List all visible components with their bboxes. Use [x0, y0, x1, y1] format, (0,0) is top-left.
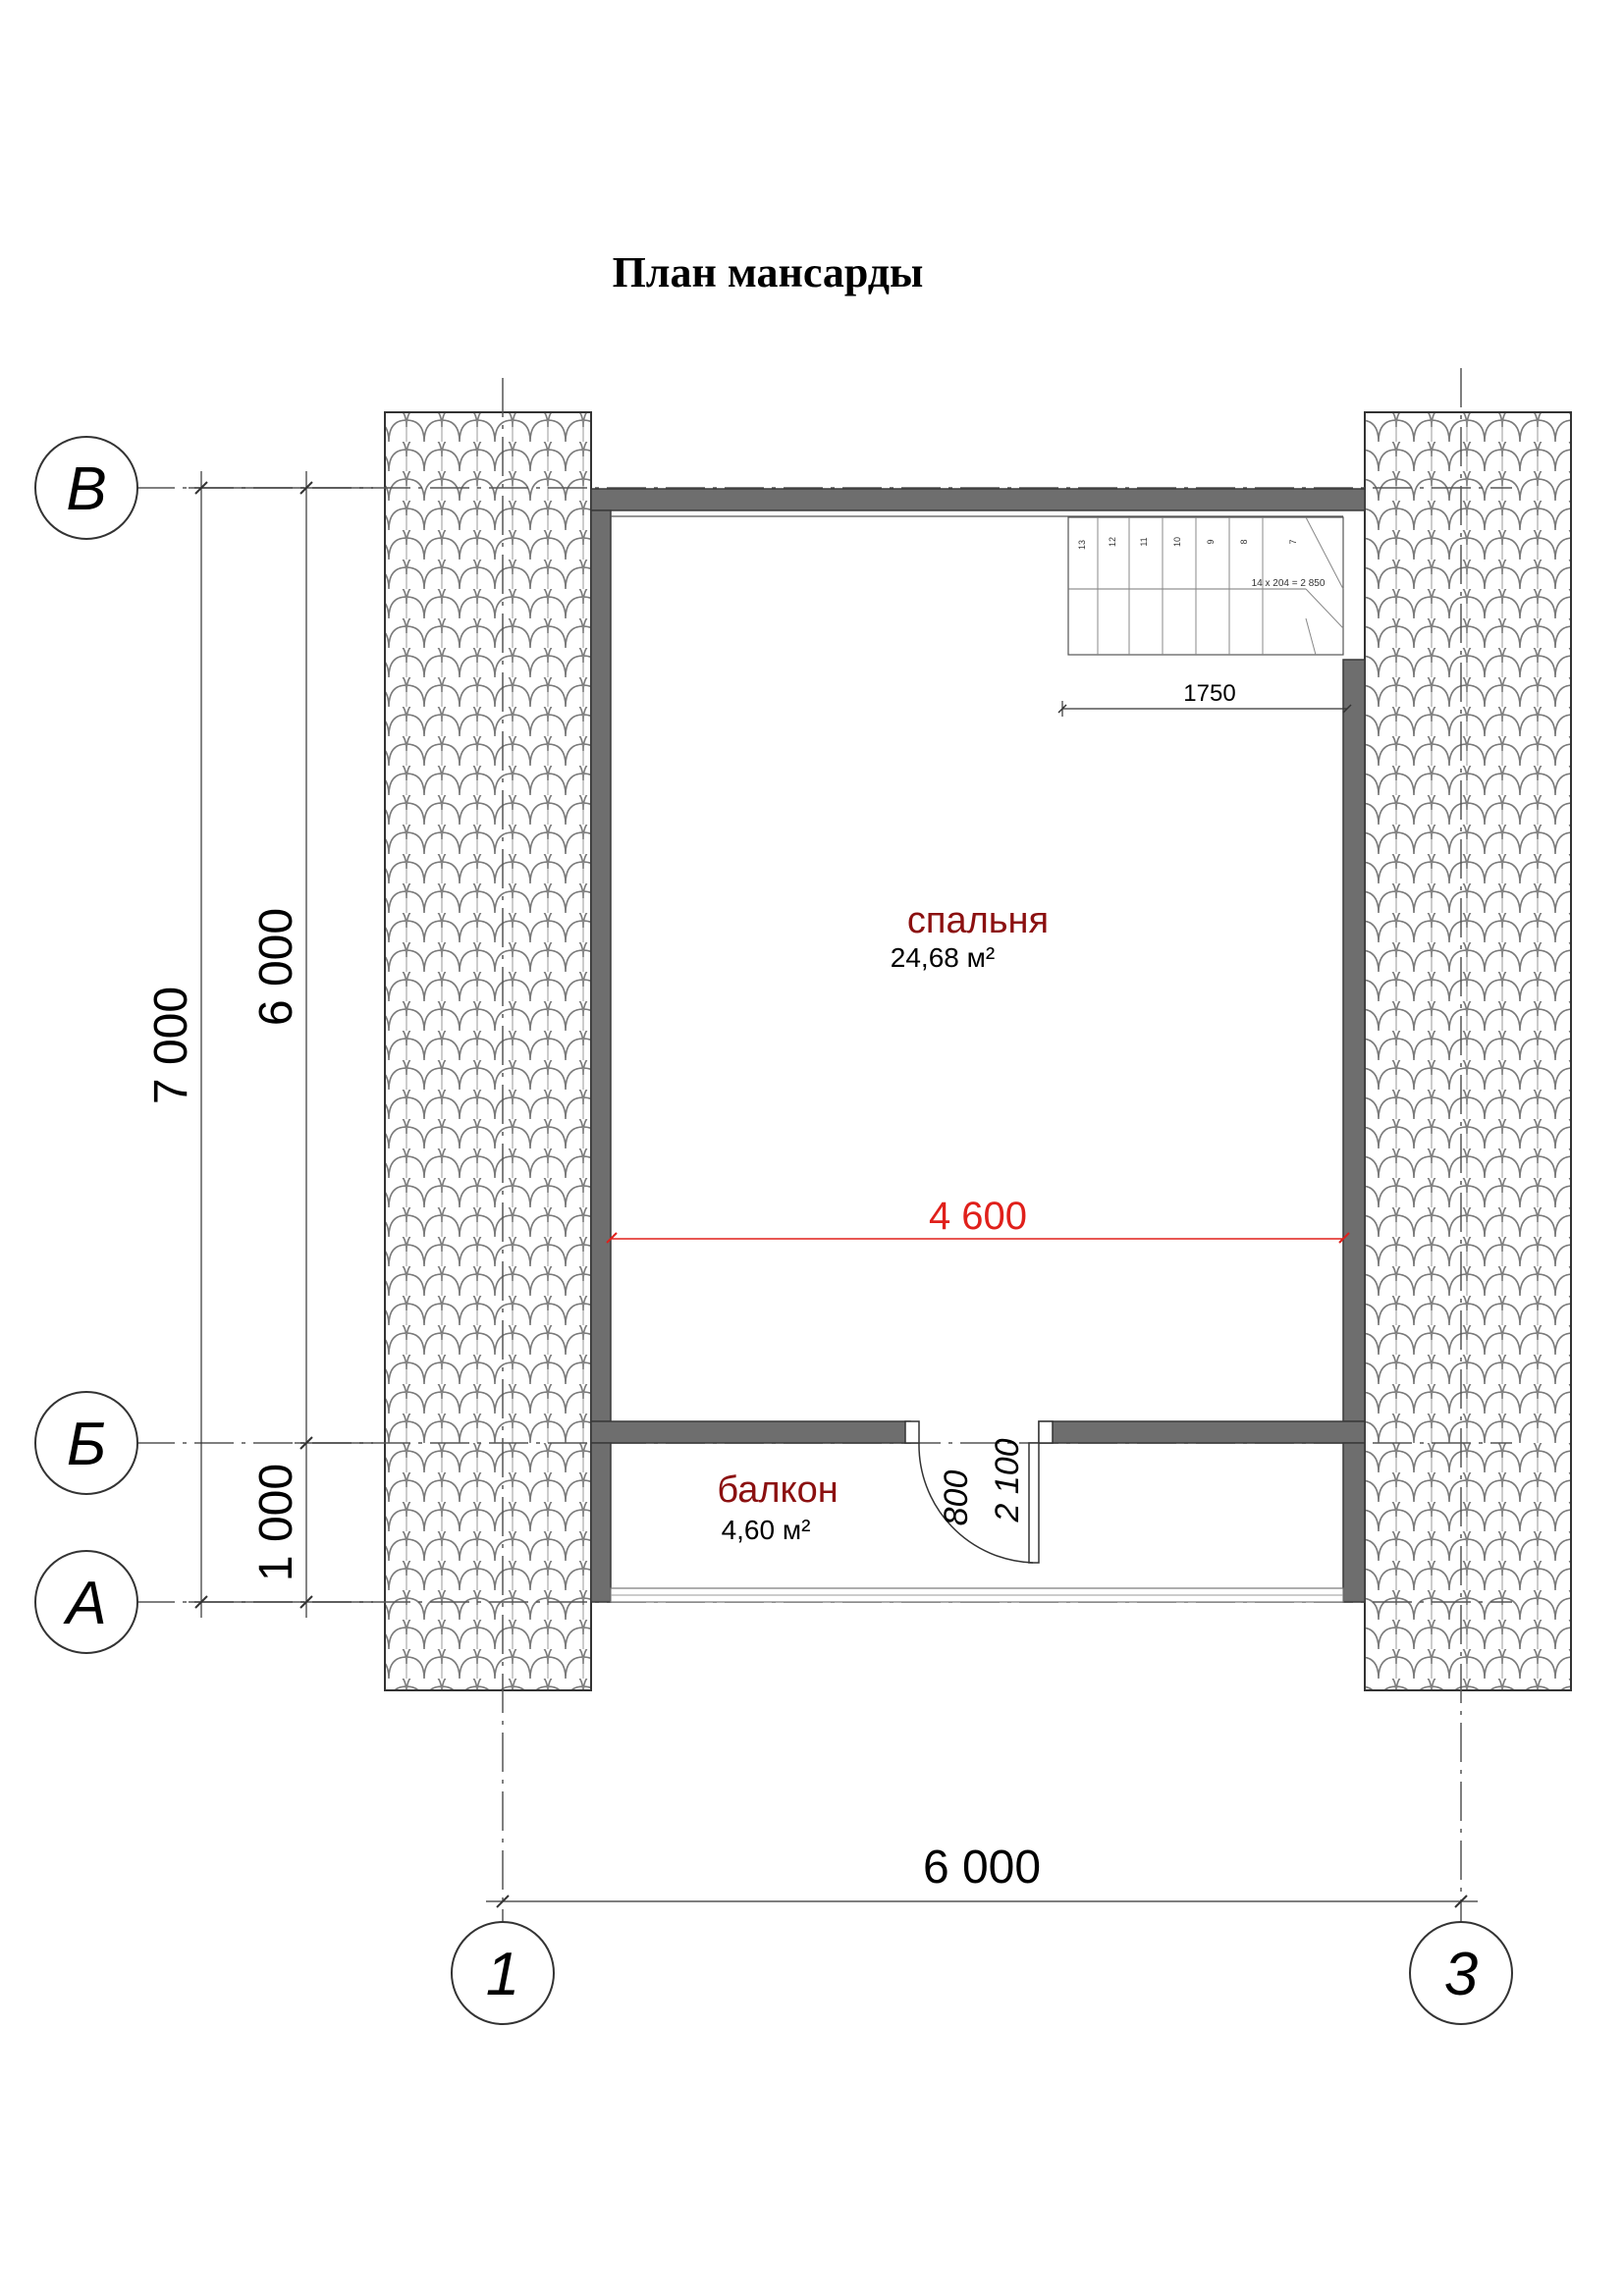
dim-inner-width: 4 600	[606, 1195, 1350, 1244]
grid-label-b: Б	[67, 1411, 106, 1478]
grid-label-a: А	[62, 1570, 106, 1637]
wall-middle-left	[590, 1420, 911, 1444]
wall-right-bedroom	[1342, 659, 1366, 1422]
stair-step-11: 11	[1139, 537, 1149, 546]
stair-outline	[1067, 516, 1344, 656]
grid-bubble-b: Б	[34, 1391, 138, 1495]
dim-stair-opening: 1750	[1057, 680, 1352, 717]
room-balcony-area: 4,60 м²	[722, 1515, 811, 1545]
roof-slope-left	[384, 411, 592, 1691]
wall-top	[590, 488, 1366, 511]
dim-stair-opening-label: 1750	[1183, 680, 1235, 707]
wall-left-bedroom	[590, 509, 612, 1422]
stair-step-12: 12	[1108, 537, 1117, 547]
stair-step-13: 13	[1077, 540, 1087, 550]
grid-bubble-v: В	[34, 436, 138, 540]
dim-door-height: 2 100	[989, 1438, 1026, 1522]
stair-step-7: 7	[1288, 539, 1298, 544]
wall-middle-right	[1038, 1420, 1366, 1444]
grid-label-v: В	[66, 455, 106, 523]
stair: 13 12 11 10 9 8 7 14 x 204 = 2 850	[1067, 516, 1344, 656]
walls	[590, 488, 1366, 1603]
stair-note: 14 x 204 = 2 850	[1252, 578, 1326, 589]
stair-step-10: 10	[1172, 537, 1182, 547]
wall-left-balcony	[590, 1442, 612, 1603]
left-dimension-lines	[189, 471, 373, 1618]
grid-bubble-3: 3	[1409, 1921, 1513, 2025]
roof-slope-right	[1364, 411, 1572, 1691]
door-jamb-left	[904, 1420, 920, 1444]
wall-right-balcony	[1342, 1442, 1366, 1603]
grid-bubble-1: 1	[451, 1921, 555, 2025]
dim-door-width: 800	[938, 1470, 975, 1526]
door-leaf	[1028, 1442, 1040, 1564]
bottom-dimension-line	[486, 1895, 1478, 1908]
room-bedroom-area: 24,68 м²	[891, 942, 995, 973]
room-bedroom-name: спальня	[907, 900, 1049, 941]
door	[904, 1420, 1054, 1564]
grid-label-1: 1	[486, 1941, 519, 2008]
dim-inner-width-label: 4 600	[929, 1195, 1027, 1238]
dim-overall-width: 6 000	[923, 1842, 1041, 1894]
plan-title: План мансарды	[613, 248, 924, 296]
door-jamb-right	[1038, 1420, 1054, 1444]
dim-overall-height: 7 000	[145, 987, 197, 1104]
grid-label-3: 3	[1444, 1941, 1478, 2008]
grid-bubble-a: А	[34, 1550, 138, 1654]
dim-main-height: 6 000	[250, 908, 302, 1026]
dim-balcony-depth: 1 000	[250, 1464, 302, 1581]
room-balcony-name: балкон	[717, 1469, 838, 1511]
stair-step-9: 9	[1206, 539, 1216, 544]
stair-step-8: 8	[1239, 539, 1249, 544]
door-swing-arc	[918, 1442, 1034, 1564]
